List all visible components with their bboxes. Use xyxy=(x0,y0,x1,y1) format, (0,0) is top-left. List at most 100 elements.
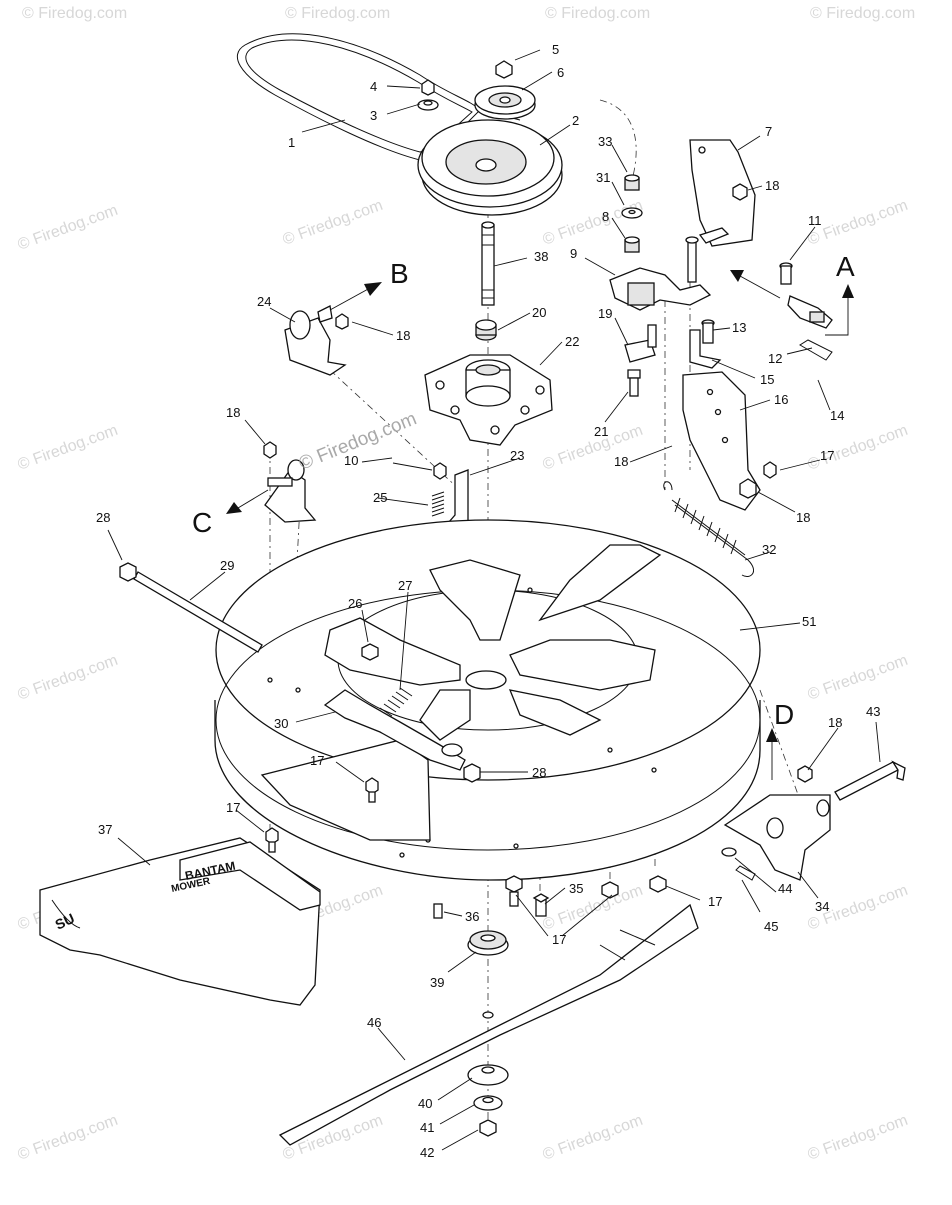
part-label: 32 xyxy=(762,542,776,557)
part-label: 30 xyxy=(274,716,288,731)
watermark: © Firedog.com xyxy=(285,5,390,22)
part-label: 7 xyxy=(765,124,772,139)
part-label: 23 xyxy=(510,448,524,463)
part-label: 3 xyxy=(370,108,377,123)
mower-blade xyxy=(278,903,699,1146)
part-label: 43 xyxy=(866,704,880,719)
part-label: 17 xyxy=(552,932,566,947)
part-label: 29 xyxy=(220,558,234,573)
spring-32 xyxy=(663,481,754,577)
watermark: © Firedog.com xyxy=(16,202,121,254)
blade-hardware xyxy=(467,1064,509,1137)
part-label: 18 xyxy=(226,405,240,420)
part-label: 42 xyxy=(420,1145,434,1160)
part-label: 22 xyxy=(565,334,579,349)
part-label: 46 xyxy=(367,1015,381,1030)
watermark: © Firedog.com xyxy=(806,652,911,704)
part-label: 33 xyxy=(598,134,612,149)
part-label: 17 xyxy=(820,448,834,463)
part-label: 19 xyxy=(598,306,612,321)
part-label: 39 xyxy=(430,975,444,990)
part-number-labels: 1 2 3 4 5 6 7 8 9 10 11 12 13 14 15 16 1… xyxy=(96,42,880,1160)
bolt-13 xyxy=(701,319,715,344)
bolt-21 xyxy=(627,369,641,397)
part-label: 18 xyxy=(396,328,410,343)
view-marker-d: D xyxy=(774,699,794,730)
idler-pulley xyxy=(474,60,536,120)
chute-bracket-34 xyxy=(723,765,831,881)
lift-rod-29 xyxy=(119,562,263,653)
bracket-19 xyxy=(624,324,657,363)
watermark: © Firedog.com xyxy=(16,652,121,704)
leader-lines xyxy=(107,49,881,1151)
bolts-17 xyxy=(265,461,777,919)
arm-12 xyxy=(787,295,833,329)
watermark: © Firedog.com xyxy=(281,197,386,249)
watermark: © Firedog.com xyxy=(22,5,127,22)
part-label: 9 xyxy=(570,246,577,261)
part-label: 11 xyxy=(808,213,822,228)
spindle-housing xyxy=(424,354,553,446)
spindle-shaft xyxy=(475,221,497,341)
mounting-bracket-c xyxy=(263,441,317,523)
view-marker-a: A xyxy=(836,251,855,282)
part-label: 18 xyxy=(765,178,779,193)
bracket-15 xyxy=(689,329,722,369)
part-label: 27 xyxy=(398,578,412,593)
nut-28-lower xyxy=(463,763,481,783)
mounting-bracket-24 xyxy=(284,305,349,376)
part-label: 6 xyxy=(557,65,564,80)
part-label: 35 xyxy=(569,881,583,896)
nut-10 xyxy=(433,462,447,480)
belt-guard-bracket xyxy=(689,139,756,247)
part-label: 45 xyxy=(764,919,778,934)
part-label: 4 xyxy=(370,79,377,94)
mower-deck xyxy=(214,519,761,881)
watermark: © Firedog.com xyxy=(541,882,646,934)
part-label: 13 xyxy=(732,320,746,335)
view-marker-b: B xyxy=(390,258,409,289)
part-label: 25 xyxy=(373,490,387,505)
part-label: 1 xyxy=(288,135,295,150)
part-label: 5 xyxy=(552,42,559,57)
part-label: 28 xyxy=(96,510,110,525)
part-label: 18 xyxy=(828,715,842,730)
bolt-11 xyxy=(779,262,793,285)
part-label: 37 xyxy=(98,822,112,837)
part-label: 20 xyxy=(532,305,546,320)
watermark: © Firedog.com xyxy=(16,422,121,474)
pin-14 xyxy=(799,339,833,361)
view-arrows xyxy=(226,270,854,780)
watermark: © Firedog.com xyxy=(810,5,915,22)
brake-bracket xyxy=(682,371,761,511)
watermark: © Firedog.com xyxy=(806,1112,911,1164)
bolt-26 xyxy=(361,643,379,661)
part-label: 15 xyxy=(760,372,774,387)
part-label: 18 xyxy=(796,510,810,525)
washer-44-pin-45 xyxy=(721,847,756,881)
spring-25 xyxy=(431,491,445,517)
part-label: 10 xyxy=(344,453,358,468)
idler-arm xyxy=(609,227,730,311)
part-label: 26 xyxy=(348,596,362,611)
part-label: 51 xyxy=(802,614,816,629)
hinge-rod-43 xyxy=(834,760,906,801)
chute-badge: SU xyxy=(53,910,77,933)
part-label: 12 xyxy=(768,351,782,366)
part-label: 17 xyxy=(310,753,324,768)
part-label: 40 xyxy=(418,1096,432,1111)
spring-27 xyxy=(379,687,413,717)
part-label: 18 xyxy=(614,454,628,469)
part-label: 16 xyxy=(774,392,788,407)
part-label: 24 xyxy=(257,294,271,309)
part-label: 38 xyxy=(534,249,548,264)
spacers-33-31-8 xyxy=(621,174,643,253)
part-label: 44 xyxy=(778,881,792,896)
part-label: 41 xyxy=(420,1120,434,1135)
discharge-chute: BANTAM MOWER SU xyxy=(39,837,321,1006)
part-label: 8 xyxy=(602,209,609,224)
view-marker-c: C xyxy=(192,507,212,538)
watermark: © Firedog.com xyxy=(16,1112,121,1164)
